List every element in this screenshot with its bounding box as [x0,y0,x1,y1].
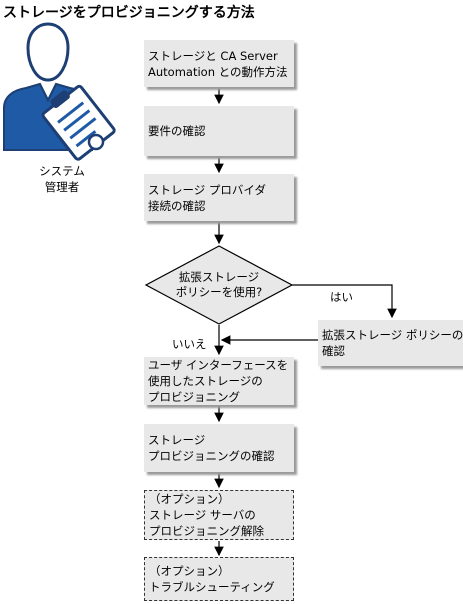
step-box-requirements: 要件の確認 [144,106,294,156]
step-box-verify-provisioning: ストレージ プロビジョニングの確認 [144,424,294,472]
step-text: Automation との動作方法 [148,64,288,79]
decision-diamond [144,245,294,325]
step-text: 使用したストレージの [148,374,263,388]
step-text: 拡張ストレージ ポリシーの [322,328,463,342]
actor-label-line2: 管理者 [44,180,80,194]
step-text: ストレージ [148,433,206,447]
step-text: ストレージ サーバの [149,508,256,522]
actor-label: システム 管理者 [30,163,94,195]
step-box-troubleshooting-optional: （オプション） トラブルシューティング [144,557,294,601]
step-text: プロビジョニングの確認 [148,449,275,463]
step-text: プロビジョニング解除 [149,524,264,538]
step-text: ユーザ インターフェースを [148,358,289,372]
step-box-deprovision-optional: （オプション） ストレージ サーバの プロビジョニング解除 [144,490,294,540]
step-box-provider-connection: ストレージ プロバイダ 接続の確認 [144,174,294,221]
step-text: （オプション） [149,492,230,506]
step-text: ストレージと CA Server [148,48,278,63]
yes-label: はい [330,290,353,304]
step-text: 接続の確認 [148,198,206,213]
step-text: （オプション） [149,564,230,578]
decision-text: 拡張ストレージ ポリシーを使用? [169,270,269,300]
step-text: ストレージ プロバイダ [148,182,266,197]
step-box-extended-policy: 拡張ストレージ ポリシーの 確認 [318,320,463,366]
decision-line1: 拡張ストレージ [178,270,260,284]
step-box-provision-ui: ユーザ インターフェースを 使用したストレージの プロビジョニング [144,357,294,405]
no-label: いいえ [172,337,207,351]
step-box-overview: ストレージと CA Server Automation との動作方法 [144,40,294,87]
step-text: 確認 [322,344,345,358]
decision-line2: ポリシーを使用? [175,285,263,299]
step-text: 要件の確認 [148,124,206,138]
actor-label-line1: システム [39,164,85,178]
page-title: ストレージをプロビジョニングする方法 [3,5,255,21]
connector-decision-yes [292,284,397,319]
step-text: プロビジョニング [148,390,240,404]
step-text: トラブルシューティング [149,580,275,594]
